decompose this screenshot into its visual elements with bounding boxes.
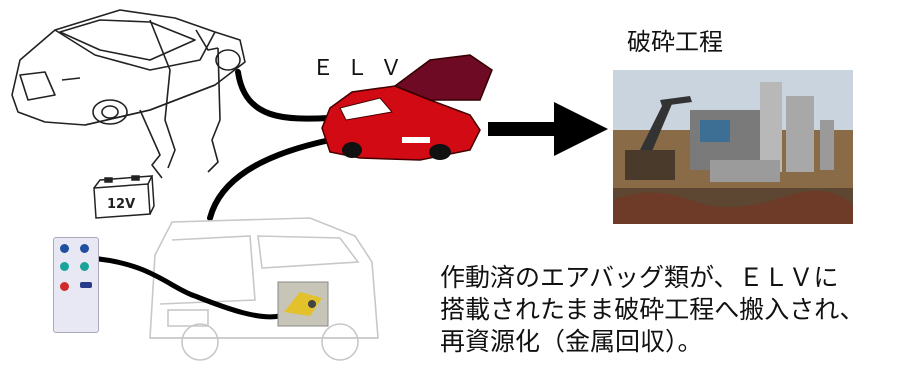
process-arrow [488, 102, 608, 156]
tester-switch-icon [80, 282, 92, 288]
description-line-1: 作動済のエアバッグ類が、ＥＬＶに [440, 263, 839, 292]
shredding-process-photo [613, 70, 853, 224]
elv-car-illustration [321, 54, 493, 161]
tester-led-icon [60, 262, 69, 271]
battery-label: 12V [107, 197, 136, 212]
battery-icon [93, 175, 155, 219]
description-line-3: 再資源化（金属回収）。 [440, 327, 703, 356]
tester-led-icon [80, 244, 89, 253]
description-line-2: 搭載されたまま破砕工程へ搬入され、 [440, 295, 865, 324]
airbag-module [277, 281, 329, 327]
sedan-illustration [11, 9, 246, 179]
cable-sedan-to-elv [235, 69, 333, 122]
shredding-process-label: 破砕工程 [627, 28, 723, 56]
tester-led-icon [80, 262, 89, 271]
airbag-deployment-tester [53, 237, 99, 333]
description-text: 作動済のエアバッグ類が、ＥＬＶに 搭載されたまま破砕工程へ搬入され、 再資源化（… [440, 262, 865, 358]
cable-minivan-to-elv [207, 137, 333, 221]
tester-button-icon [60, 282, 69, 291]
elv-label: ＥＬＶ [312, 56, 415, 81]
tester-led-icon [60, 244, 69, 253]
